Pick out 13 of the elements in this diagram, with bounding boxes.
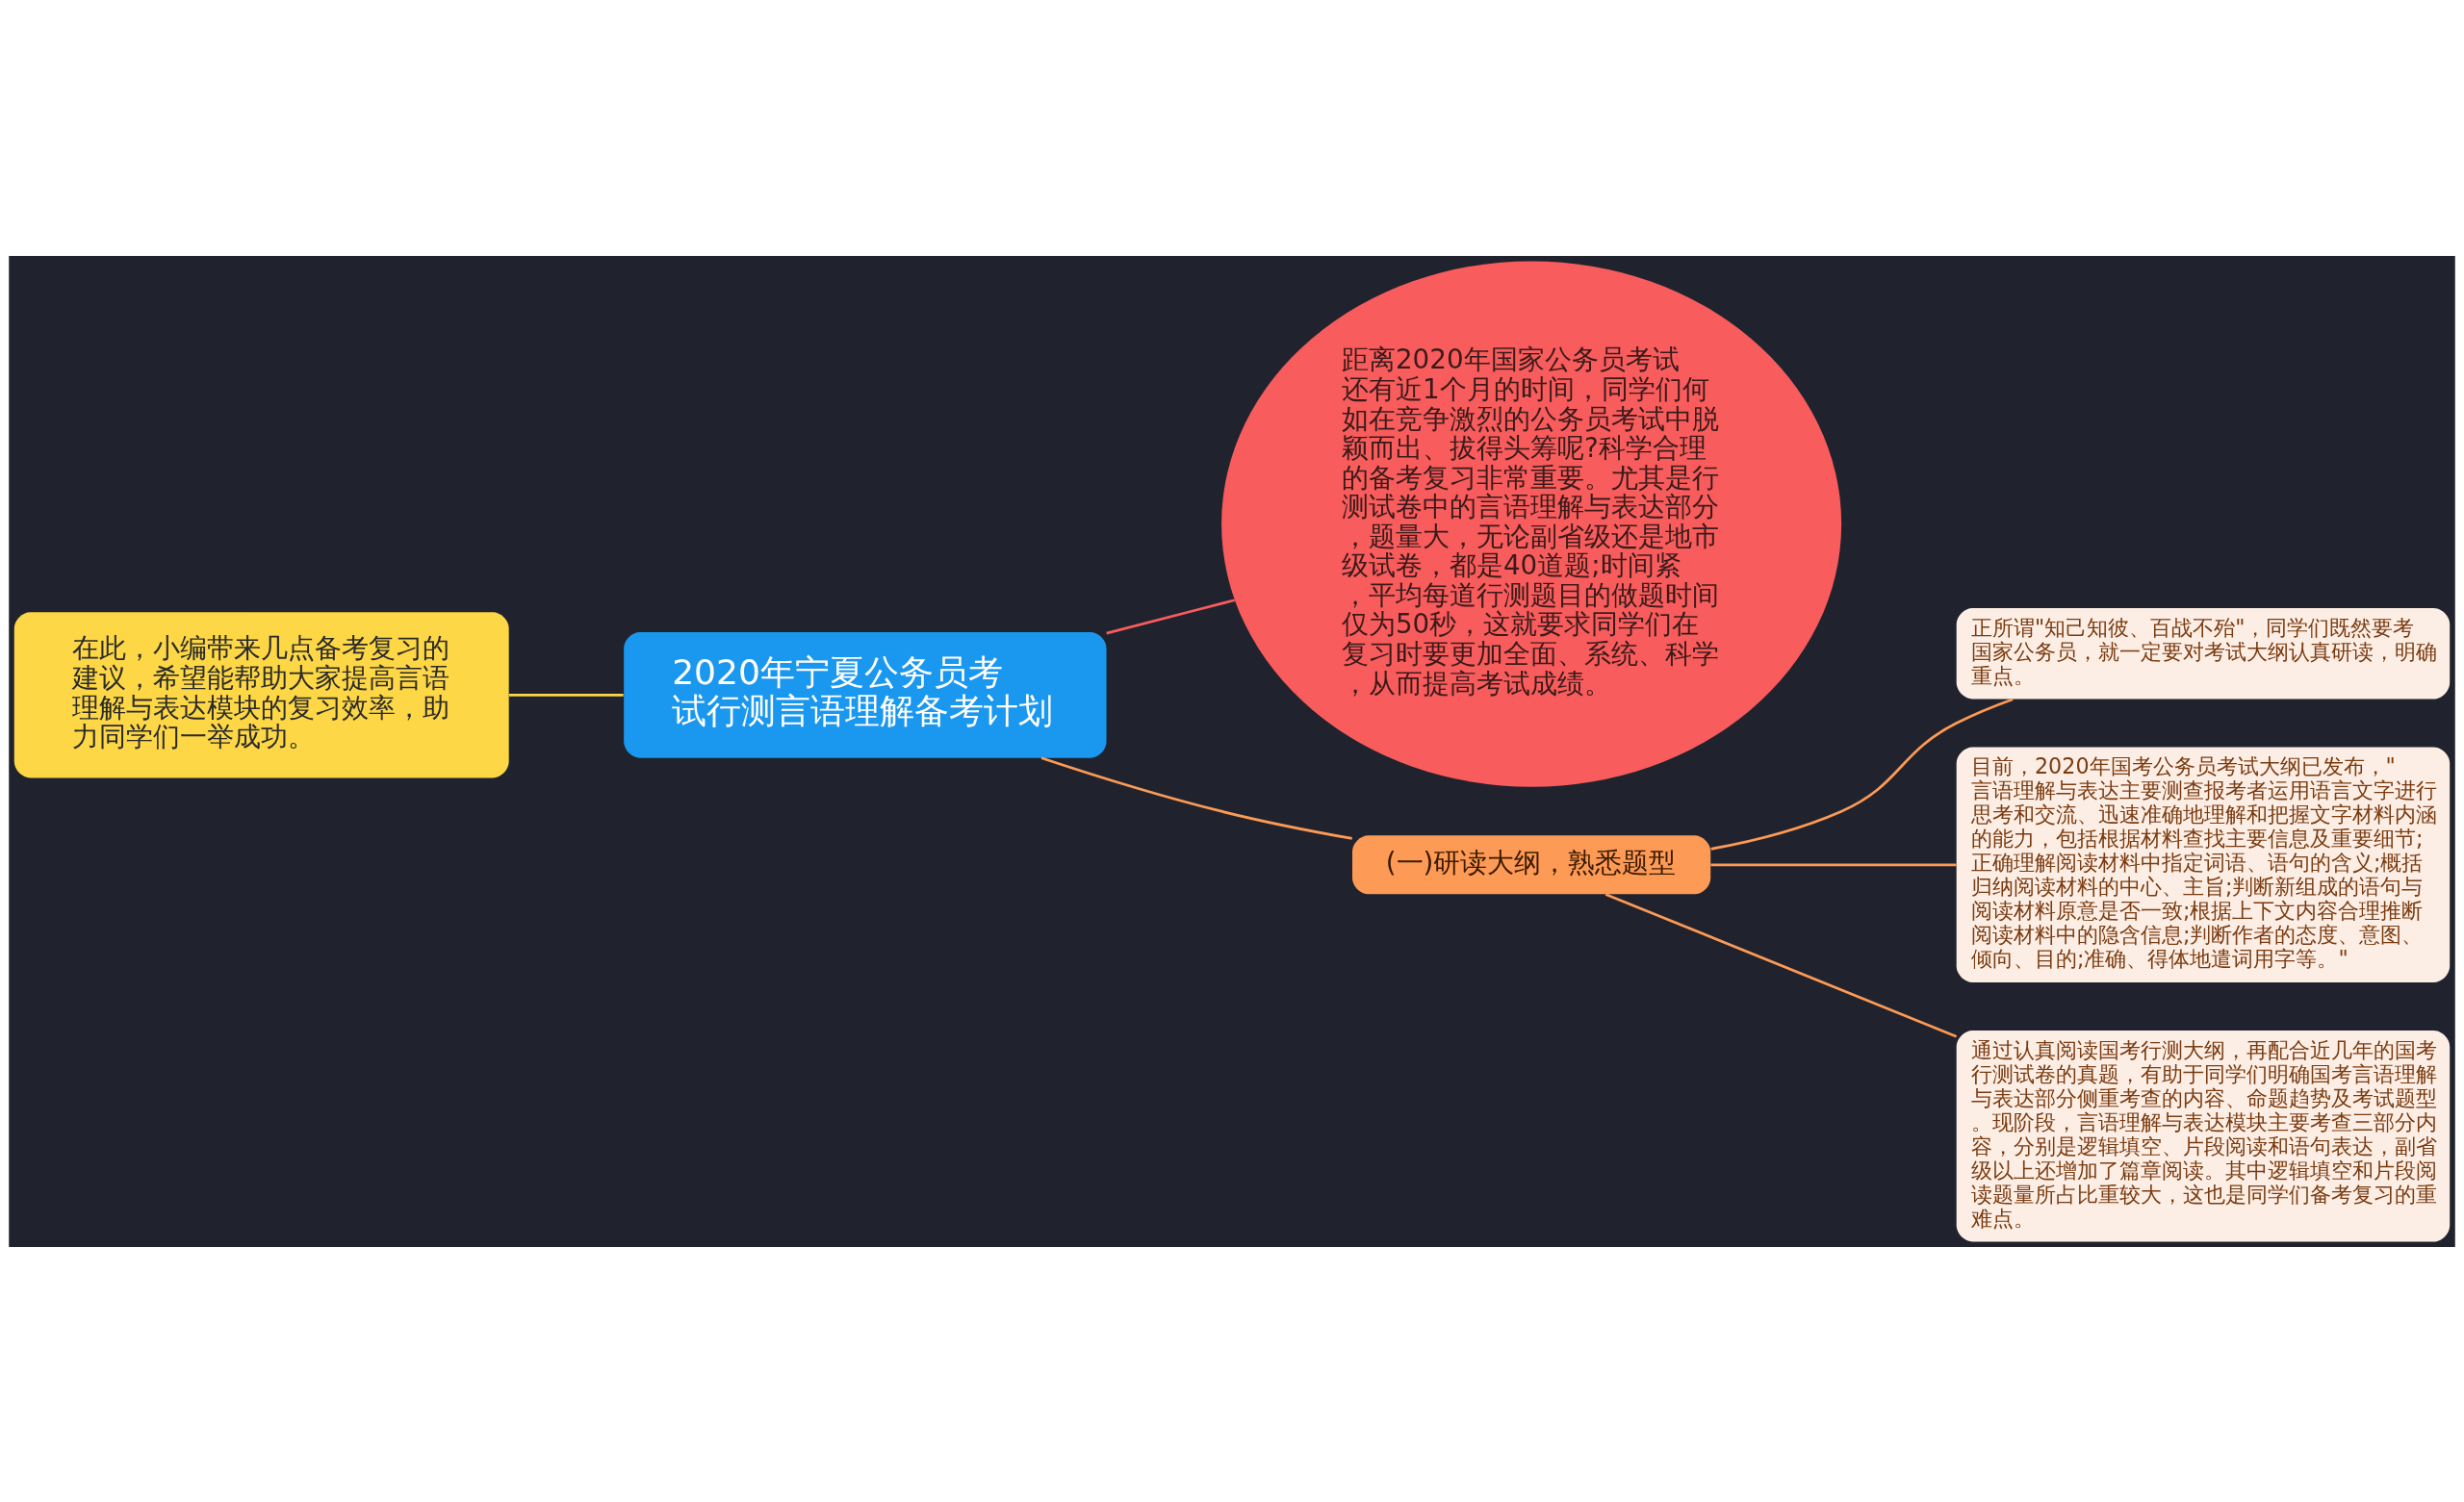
connector (1710, 697, 2014, 851)
connector (1040, 755, 1352, 840)
node-box: 正所谓"知己知彼、百战不殆"，同学们既然要考国家公务员，就一定要对考试大纲认真研读，明确重点。 (1956, 607, 2451, 700)
node-box: 通过认真阅读国考行测大纲，再配合近几年的国考行测试卷的真题，有助于同学们明确国考言语理解与表达部分侧重考查的内容、命题趋势及考试题型。现阶段，言语理解与表达模块主要考查三部分内容，分别是逻辑填空、片段阅读和语句表达，副省级以上还增加了篇章阅读。其中逻辑填空和片段阅读题量所占比重较大，这也是同学们备考复习的重难点。 (1956, 1030, 2451, 1241)
node-box: 目前，2020年国考公务员考试大纲已发布，"言语理解与表达主要测查报考者运用语言文字进行思考和交流、迅速准确地理解和把握文字材料内涵的能力，包括根据材料查找主要信息及重要细节;正确理解阅读材料中指定词语、语句的含义;概括归纳阅读材料的中心、主旨;判断新组成的语句与阅读材料原意是否一致;根据上下文内容合理推断阅读材料中的隐含信息;判断作者的态度、意图、倾向、目的;准确、得体地遣词用字等。" (1956, 747, 2451, 982)
connector (508, 693, 624, 697)
node-box: (一)研读大纲，熟悉题型 (1352, 834, 1711, 894)
connector (1710, 862, 1957, 866)
connector (1106, 598, 1236, 634)
node-box: 2020年宁夏公务员考试行测言语理解备考计划 (624, 631, 1107, 758)
node-ellipse: 距离2020年国家公务员考试还有近1个月的时间，同学们何如在竞争激烈的公务员考试中脱颖而出、拔得头筹呢?科学合理的备考复习非常重要。尤其是行测试卷中的言语理解与表达部分，题量大，无论副省级还是地市级试卷，都是40道题;时间紧，平均每道行测题目的做题时间仅为50秒，这就要求同学们在复习时要更加全面、系统、科学，从而提高考试成绩。 (1221, 260, 1842, 787)
connector (1604, 892, 1958, 1038)
node-box: 在此，小编带来几点备考复习的建议，希望能帮助大家提高言语理解与表达模块的复习效率，助力同学们一举成功。 (13, 611, 509, 777)
